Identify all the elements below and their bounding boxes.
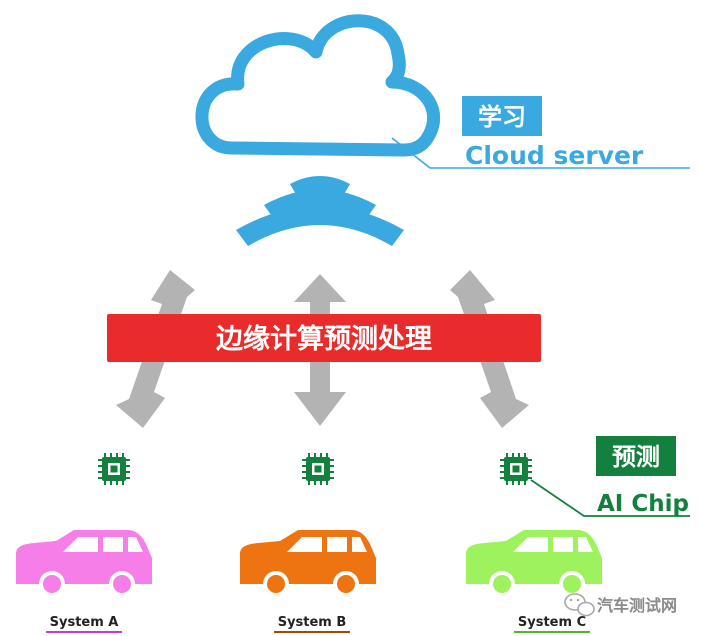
edge-banner-text: 边缘计算预测处理 xyxy=(216,323,432,355)
chip-icon xyxy=(98,453,130,485)
cloud-tag-box xyxy=(462,96,542,136)
wechat-icon xyxy=(564,593,595,617)
chip-icon xyxy=(302,453,334,485)
cloud-server-label: Cloud server xyxy=(465,141,644,170)
watermark-text: 汽车测试网 xyxy=(597,596,677,615)
system-c-label: System C xyxy=(518,615,586,630)
cloud-leader-line xyxy=(391,137,690,169)
chip-leader-line xyxy=(530,479,690,517)
cloud-icon xyxy=(195,14,441,157)
edge-banner xyxy=(107,314,541,362)
chip-icon xyxy=(500,453,532,485)
wifi-signal-icon xyxy=(236,176,404,246)
chip-tag: 预测 xyxy=(612,443,660,471)
car-icon xyxy=(466,530,602,597)
system-b-label: System B xyxy=(278,615,347,630)
ai-chip-label: AI Chip xyxy=(597,491,689,517)
cloud-tag: 学习 xyxy=(478,103,526,131)
chip-tag-box xyxy=(596,436,676,476)
car-icon xyxy=(240,530,376,597)
car-icon xyxy=(16,530,152,597)
system-a-label: System A xyxy=(50,615,119,630)
